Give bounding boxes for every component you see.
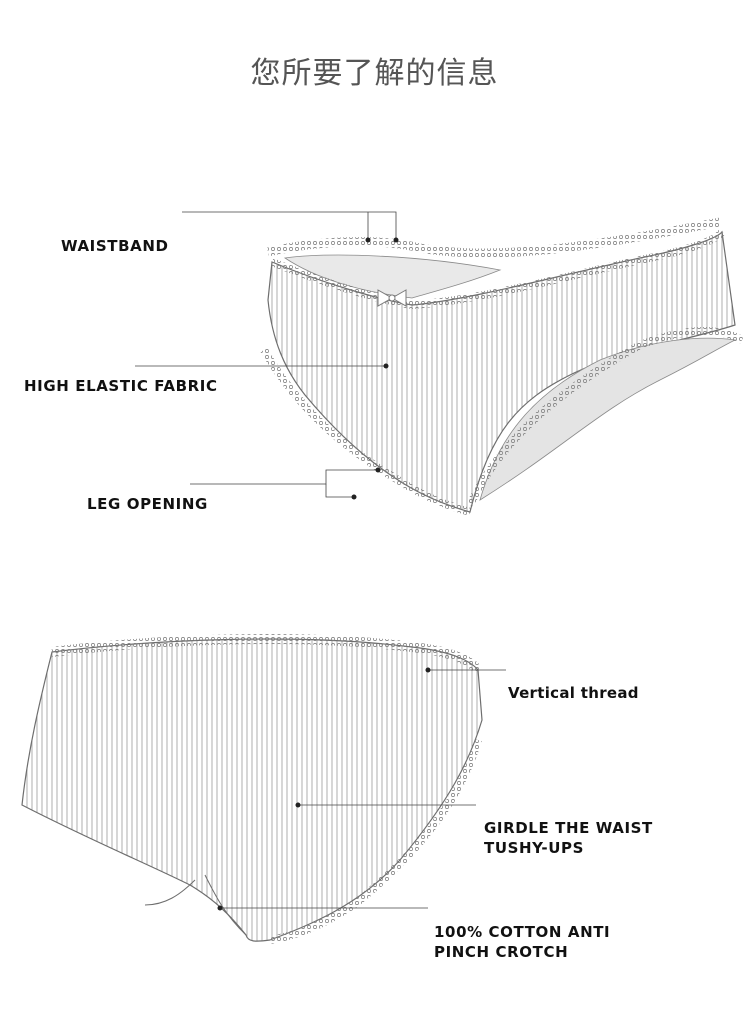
- bow-icon: [377, 289, 407, 307]
- label-vertical-thread: Vertical thread: [508, 684, 639, 702]
- leader-leg-opening: [190, 467, 381, 500]
- label-girdle-line1: GIRDLE THE WAIST: [484, 819, 653, 837]
- leader-high-elastic-fabric: [135, 363, 389, 369]
- page-title: 您所要了解的信息: [250, 56, 499, 91]
- leader-waistband: [182, 211, 399, 243]
- label-high-elastic-fabric: HIGH ELASTIC FABRIC: [24, 377, 218, 395]
- label-cotton-line1: 100% COTTON ANTI: [434, 923, 611, 941]
- label-waistband: WAISTBAND: [61, 237, 169, 255]
- leader-cotton-crotch: [217, 905, 428, 911]
- label-cotton-line2: PINCH CROTCH: [434, 943, 569, 961]
- leader-vertical-thread: [425, 667, 506, 673]
- label-leg-opening: LEG OPENING: [87, 495, 208, 513]
- leader-girdle: [295, 802, 476, 808]
- front-underwear-sketch: [260, 217, 744, 516]
- label-girdle-line2: TUSHY-UPS: [484, 839, 585, 857]
- back-underwear-sketch: [21, 634, 483, 944]
